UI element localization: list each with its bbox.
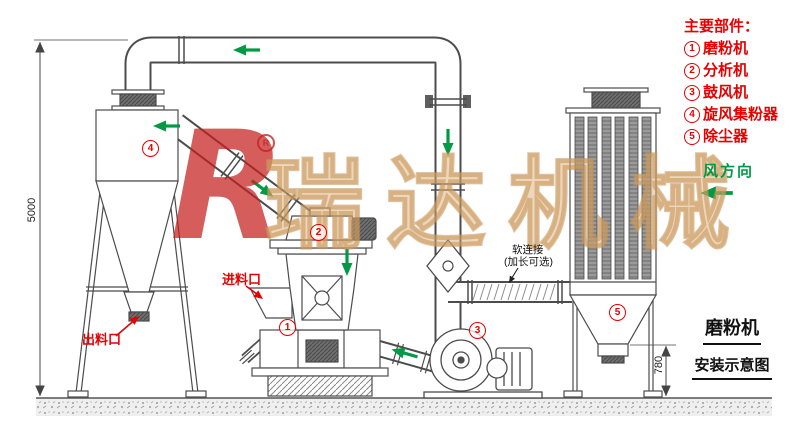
drawing-title: 磨粉机 安装示意图 bbox=[682, 314, 782, 380]
return-air-pipe bbox=[168, 114, 328, 242]
damper-valve bbox=[426, 238, 470, 294]
drawing-title-line2: 安装示意图 bbox=[692, 354, 772, 380]
filter-bags bbox=[574, 116, 652, 280]
dimension-780-label: 780 bbox=[653, 355, 665, 375]
component-badge-mill: 1 bbox=[279, 319, 296, 336]
parts-legend: 主要部件： 1 磨粉机 2 分析机 3 鼓风机 4 旋风集粉器 5 除尘器 bbox=[684, 16, 778, 148]
analyzer bbox=[269, 207, 377, 255]
component-badge-blower: 3 bbox=[469, 322, 486, 339]
soft-joint-note: (加长可选) bbox=[504, 256, 553, 268]
soft-joint-leader bbox=[506, 267, 519, 285]
dimension-overall-height bbox=[34, 39, 128, 396]
drawing-title-line1: 磨粉机 bbox=[703, 314, 761, 345]
component-badge-dust-collector: 5 bbox=[609, 304, 626, 321]
discharge-port-arrow bbox=[115, 312, 142, 337]
feed-port-arrow bbox=[245, 285, 266, 303]
legend-item-analyzer: 2 分析机 bbox=[684, 60, 778, 82]
legend-item-number: 1 bbox=[684, 41, 700, 57]
legend-item-cyclone: 4 旋风集粉器 bbox=[684, 104, 778, 126]
main-air-pipe bbox=[124, 36, 471, 344]
legend-item-number: 5 bbox=[684, 129, 700, 145]
dimension-outlet-height bbox=[630, 344, 676, 396]
wind-direction-label: 风方向 bbox=[703, 163, 755, 180]
mill-group bbox=[239, 207, 451, 397]
component-badge-cyclone: 4 bbox=[142, 140, 159, 157]
legend-item-label: 分析机 bbox=[703, 62, 749, 79]
legend-item-mill: 1 磨粉机 bbox=[684, 38, 778, 60]
feed-port-label: 进料口 bbox=[222, 272, 262, 287]
legend-item-number: 4 bbox=[684, 107, 700, 123]
component-badge-analyzer: 2 bbox=[310, 224, 327, 241]
feed-hopper bbox=[249, 287, 293, 319]
dimension-5000-label: 5000 bbox=[26, 197, 38, 223]
soft-joint-label: 软连接 bbox=[512, 244, 544, 256]
flexible-connection-pipe bbox=[448, 280, 572, 304]
callout-arrows bbox=[115, 267, 519, 337]
legend-item-label: 磨粉机 bbox=[703, 40, 749, 57]
legend-item-label: 鼓风机 bbox=[703, 84, 749, 101]
legend-item-number: 3 bbox=[684, 85, 700, 101]
blower bbox=[423, 328, 543, 399]
legend-item-dust-collector: 5 除尘器 bbox=[684, 126, 778, 148]
legend-item-label: 除尘器 bbox=[703, 128, 749, 145]
dust-collector bbox=[563, 87, 663, 398]
legend-title: 主要部件： bbox=[684, 18, 760, 35]
legend-item-blower: 3 鼓风机 bbox=[684, 82, 778, 104]
legend-item-number: 2 bbox=[684, 63, 700, 79]
legend-item-label: 旋风集粉器 bbox=[703, 106, 779, 123]
ground bbox=[36, 397, 772, 416]
wind-direction-arrow-icon bbox=[698, 184, 735, 202]
discharge-port-label: 出料口 bbox=[82, 332, 122, 347]
